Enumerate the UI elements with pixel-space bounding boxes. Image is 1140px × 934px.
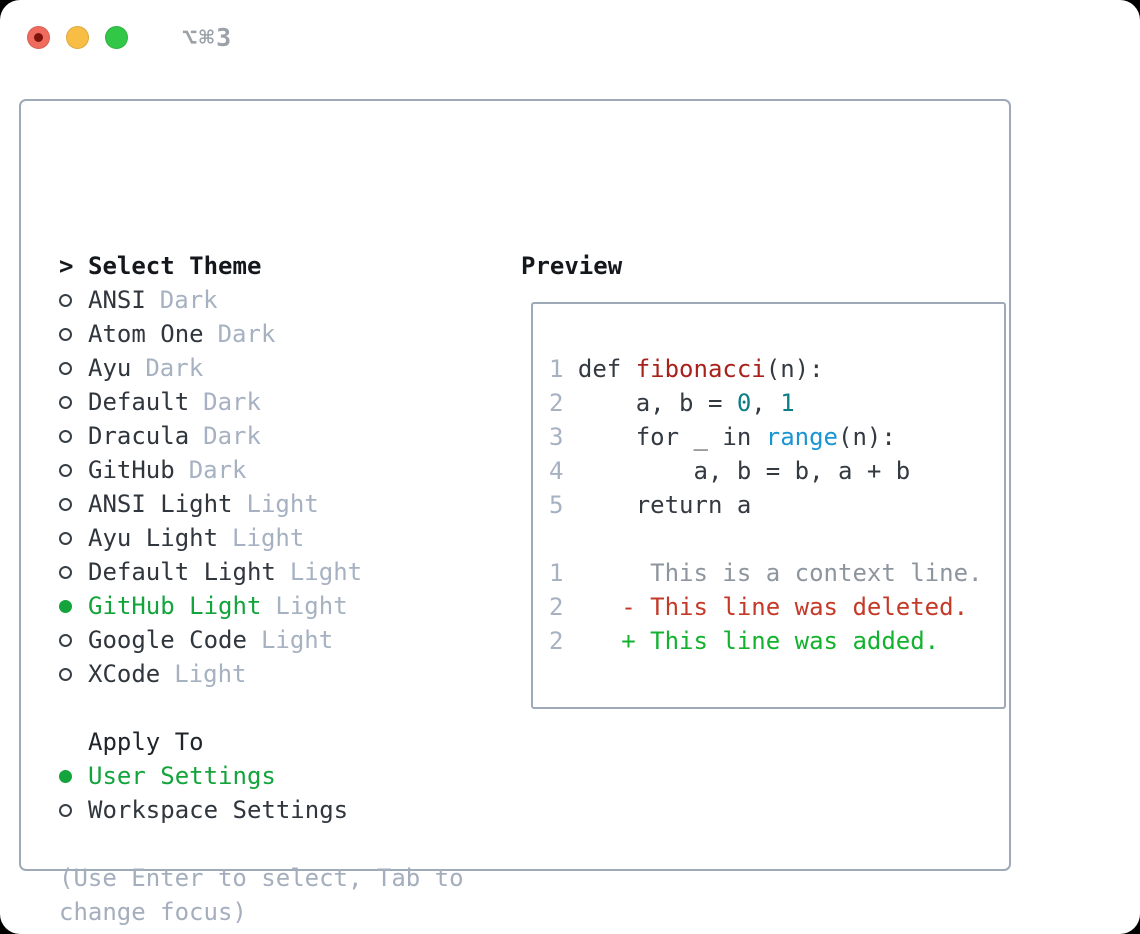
radio-off-icon	[59, 565, 88, 579]
diff-context-line: 1 This is a context line.	[549, 559, 983, 587]
diff-deleted-line: 2 - This line was deleted.	[549, 593, 969, 621]
preview-header: Preview	[521, 252, 623, 280]
preview-pane: 1 def fibonacci(n): 2 a, b = 0, 1 3 for …	[531, 302, 1006, 709]
radio-off-icon	[59, 361, 88, 375]
apply-option-workspace-settings[interactable]: Workspace Settings	[59, 793, 464, 827]
prompt-icon: >	[59, 252, 74, 280]
radio-off-icon	[59, 395, 88, 409]
code-line: 3 for _ in range(n):	[549, 423, 896, 451]
radio-off-icon	[59, 293, 88, 307]
help-text-line1: (Use Enter to select, Tab to	[59, 864, 464, 892]
code-line: 4 a, b = b, a + b	[549, 457, 911, 485]
section-title: Select Theme	[88, 252, 262, 280]
diff-added-line: 2 + This line was added.	[549, 627, 940, 655]
radio-off-icon	[59, 531, 88, 545]
radio-off-icon	[59, 803, 88, 817]
help-text-line2: change focus)	[59, 898, 247, 926]
radio-off-icon	[59, 633, 88, 647]
radio-off-icon	[59, 497, 88, 511]
title-bar: ⌥⌘3	[0, 0, 1140, 75]
radio-off-icon	[59, 667, 88, 681]
code-line: 1 def fibonacci(n):	[549, 355, 824, 383]
select-theme-header: > Select Theme	[59, 249, 464, 283]
window-title: ⌥⌘3	[182, 23, 234, 52]
apply-to-header: Apply To	[59, 725, 464, 759]
zoom-button[interactable]	[105, 26, 128, 49]
close-button[interactable]	[27, 26, 50, 49]
code-line-blank	[549, 522, 1004, 556]
radio-off-icon	[59, 429, 88, 443]
code-line: 2 a, b = 0, 1	[549, 389, 795, 417]
radio-on-icon	[59, 769, 88, 783]
code-line: 5 return a	[549, 491, 752, 519]
apply-option-user-settings[interactable]: User Settings	[59, 759, 464, 793]
radio-off-icon	[59, 327, 88, 341]
section-title: Apply To	[88, 728, 204, 756]
radio-on-icon	[59, 599, 88, 613]
radio-off-icon	[59, 463, 88, 477]
minimize-button[interactable]	[66, 26, 89, 49]
